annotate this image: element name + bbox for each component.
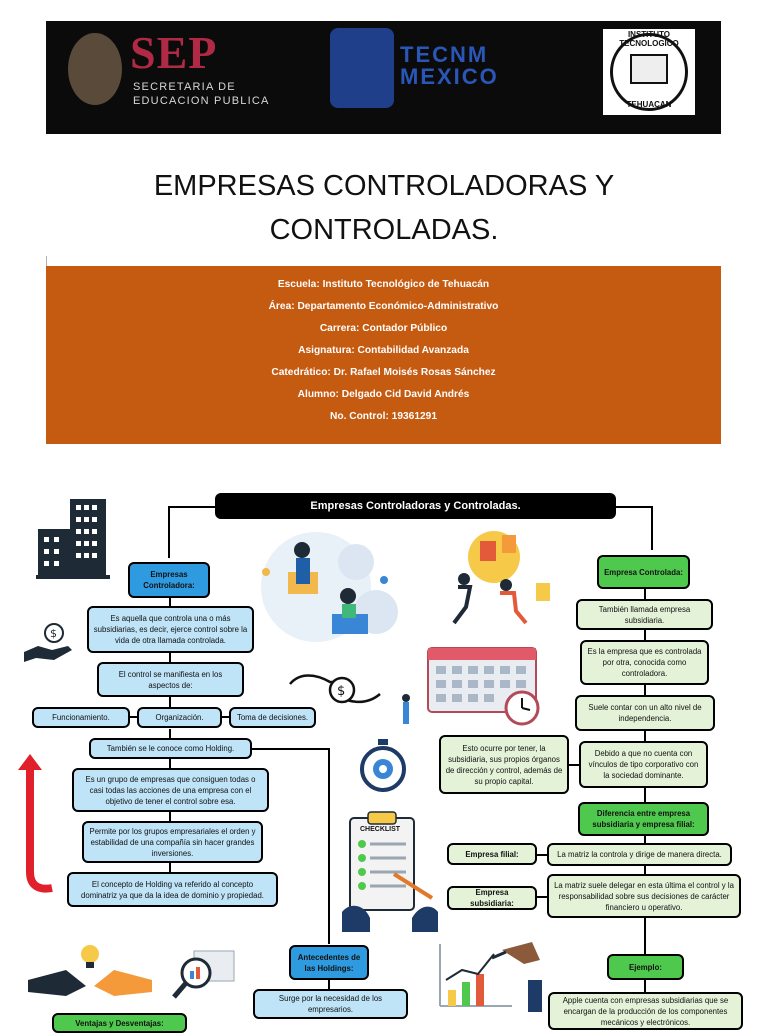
node-debido: Debido a que no cuenta con vínculos de t… [579, 741, 708, 788]
node-controladora-definition: Es aquella que controla una o más subsid… [87, 606, 254, 653]
connector [644, 916, 646, 954]
connector [644, 685, 646, 695]
ith-seal-bottom-text: TEHUACAN [626, 100, 672, 109]
connector [537, 854, 549, 856]
ith-seal-ring [610, 33, 688, 111]
node-holding-permite: Permite por los grupos empresariales el … [82, 821, 263, 863]
connector [644, 588, 646, 600]
ith-building-icon [630, 54, 668, 84]
node-aspect-funcionamiento: Funcionamiento. [32, 707, 130, 728]
info-control-number: No. Control: 19361291 [329, 411, 437, 422]
magnifier-chart-icon [172, 950, 235, 999]
connector [169, 653, 171, 663]
map-root-title: Empresas Controladoras y Controladas. [215, 493, 616, 519]
info-subject: Asignatura: Contabilidad Avanzada [298, 345, 469, 356]
sep-subtitle: SECRETARIA DE EDUCACION PUBLICA [133, 80, 270, 108]
node-controladora-header: Empresas Controladora: [128, 562, 210, 598]
svg-text:$: $ [50, 627, 57, 640]
connector [169, 863, 171, 873]
node-holding-group: Es un grupo de empresas que consiguen to… [72, 768, 269, 812]
tecnm-title-line2: MEXICO [400, 64, 499, 89]
divider [46, 256, 47, 268]
document-title: EMPRESAS CONTROLADORAS Y CONTROLADAS. [100, 164, 668, 252]
node-antecedentes: Antecedentes de las Holdings: [289, 945, 369, 980]
connector [616, 506, 652, 508]
node-apple-example: Apple cuenta con empresas subsidiarias q… [548, 992, 743, 1030]
connector [644, 866, 646, 876]
team-work-illustration [261, 532, 398, 642]
connector [169, 729, 171, 739]
info-teacher: Catedrático: Dr. Rafael Moisés Rosas Sán… [271, 367, 496, 378]
node-subsidiaria: Empresa subsidiaria: [447, 886, 537, 910]
node-controlada-header: Empresa Controlada: [597, 555, 690, 589]
node-holding: También se le conoce como Holding. [89, 738, 252, 759]
handshake-lightbulb-icon [28, 945, 152, 996]
growth-chart-illustration [439, 942, 542, 1012]
node-diferencia: Diferencia entre empresa subsidiaria y e… [578, 802, 709, 836]
node-ocurre: Esto ocurre por tener, la subsidiaria, s… [439, 735, 569, 794]
node-subsidiaria-desc: La matriz suele delegar en esta última e… [547, 874, 741, 918]
connector [221, 716, 229, 718]
connector [168, 506, 170, 558]
tecnm-logo-text: TECNM MEXICO [400, 44, 499, 88]
connector [169, 697, 171, 707]
connector [651, 506, 653, 550]
sep-seal-logo [68, 33, 122, 105]
ith-seal-top-text: INSTITUTO TECNOLOGICO [619, 30, 679, 48]
title-line2: CONTROLADAS. [269, 214, 499, 246]
connector [168, 506, 216, 508]
people-documents-illustration [452, 531, 550, 625]
building-icon [36, 499, 110, 579]
stopwatch-gear-icon [360, 739, 406, 792]
tecnm-gear-logo [330, 28, 394, 108]
connector [537, 896, 549, 898]
connector [644, 836, 646, 844]
node-control-aspects: El control se manifiesta en los aspectos… [97, 662, 244, 697]
node-ventajas: Ventajas y Desventajas: [52, 1013, 187, 1033]
tecnm-title-line1: TECNM [400, 42, 489, 67]
hand-coin-icon: $ [24, 623, 72, 662]
node-holding-concepto: El concepto de Holding va referido al co… [67, 872, 278, 907]
sep-logo-text: SEP [130, 27, 218, 78]
node-suele-independencia: Suele contar con un alto nivel de indepe… [575, 695, 715, 731]
title-line1: EMPRESAS CONTROLADORAS Y [153, 170, 615, 202]
node-filial: Empresa filial: [447, 843, 537, 865]
connector [328, 980, 330, 990]
node-filial-desc: La matriz la controla y dirige de manera… [547, 843, 732, 866]
connector [169, 812, 171, 822]
connector [130, 716, 138, 718]
info-box: Escuela: Instituto Tecnológico de Tehuac… [46, 266, 721, 444]
node-surge: Surge por la necesidad de los empresario… [253, 989, 408, 1019]
sep-subtitle-line2: EDUCACION PUBLICA [133, 95, 270, 107]
node-aspect-organizacion: Organización. [137, 707, 222, 728]
red-arrow-icon [18, 754, 53, 893]
connector [251, 748, 329, 750]
connector [644, 980, 646, 992]
node-es-controlada: Es la empresa que es controlada por otra… [580, 640, 709, 685]
connector [644, 788, 646, 802]
connector [644, 630, 646, 640]
info-area: Área: Departamento Económico-Administrat… [268, 301, 499, 312]
info-student: Alumno: Delgado Cid David Andrés [297, 389, 470, 400]
svg-text:$: $ [337, 684, 345, 699]
connector [328, 748, 330, 944]
connector [569, 764, 579, 766]
checklist-clipboard-illustration [342, 811, 438, 932]
node-aspect-decisiones: Toma de decisiones. [229, 707, 316, 728]
calendar-team-illustration [402, 647, 540, 726]
connector [644, 731, 646, 741]
hand-money-icon: $ [289, 674, 381, 704]
checklist-label: CHECKLIST [360, 826, 401, 833]
sep-subtitle-line1: SECRETARIA DE [133, 81, 236, 93]
connector [169, 759, 171, 769]
node-tambien-subsidiaria: También llamada empresa subsidiaria. [576, 599, 713, 630]
connector [169, 597, 171, 609]
info-career: Carrera: Contador Público [319, 323, 448, 334]
info-school: Escuela: Instituto Tecnológico de Tehuac… [277, 279, 490, 290]
node-ejemplo: Ejemplo: [607, 954, 684, 980]
